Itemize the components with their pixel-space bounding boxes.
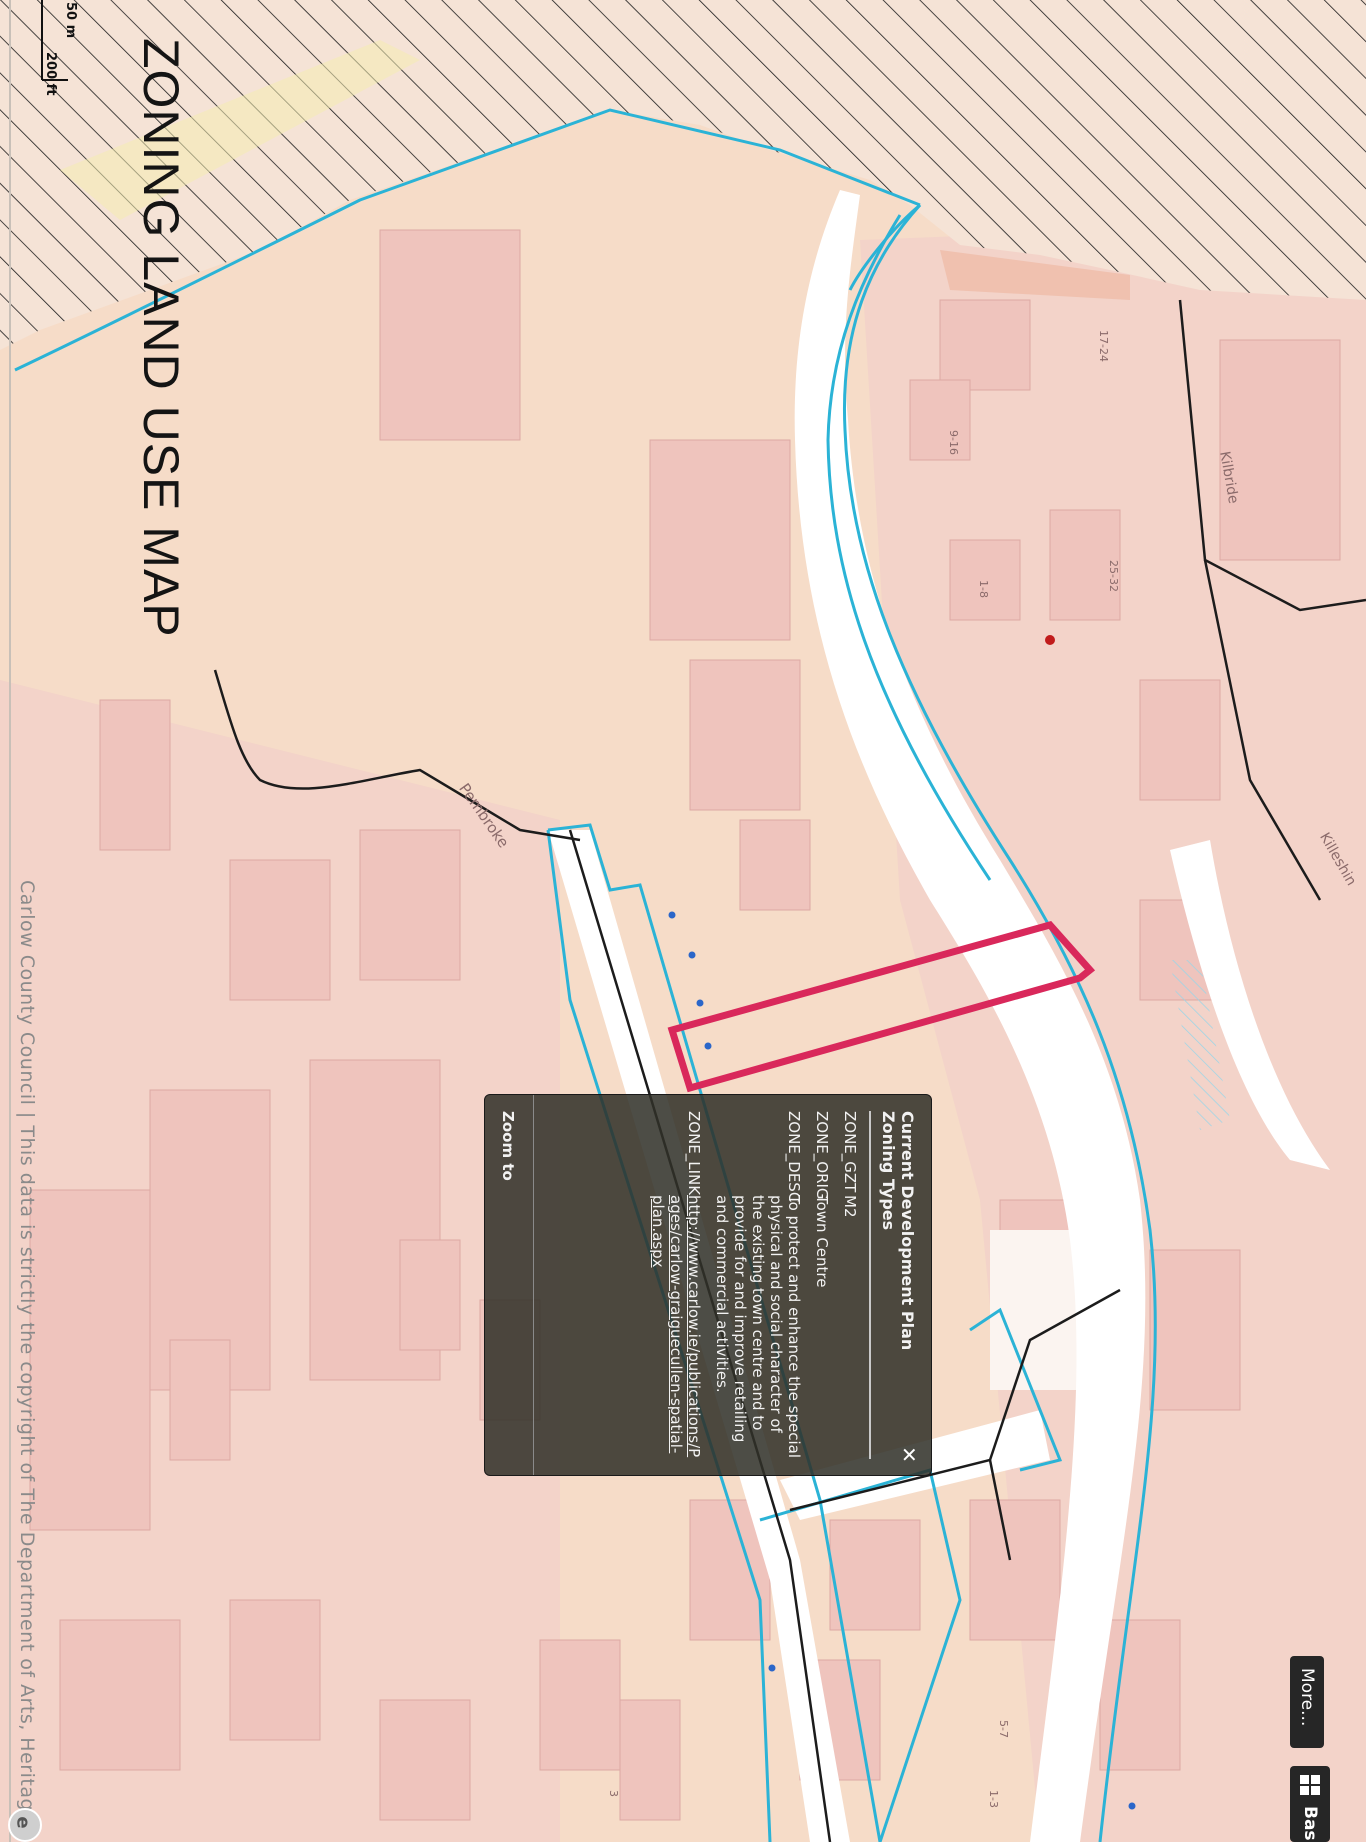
hatched-zone-tint [940, 250, 1130, 300]
plot-label: 9-16 [947, 430, 960, 455]
more-button-label: More... [1297, 1668, 1317, 1727]
plot-label: 1-3 [987, 1790, 1000, 1808]
basemap-button-label: Bas [1300, 1806, 1320, 1841]
map-markers [668, 911, 1136, 1810]
zoom-to-link[interactable]: Zoom to [499, 1111, 517, 1181]
attribute-value: M2 [840, 1195, 859, 1218]
plot-label: 5-7 [997, 1720, 1010, 1738]
zone-link[interactable]: http://www.carlow.ie/publications/Pages/… [648, 1195, 703, 1458]
attribute-row: ZONE_GZT M2 [841, 1111, 859, 1459]
feature-popup: ✕ Current Development Plan Zoning Types … [484, 1094, 932, 1476]
attribute-value: To protect and enhance the special physi… [712, 1195, 803, 1458]
plot-label: 1-8 [977, 580, 990, 598]
hatched-zone-tint [60, 40, 420, 220]
scale-metric: 50 m [63, 2, 78, 39]
attribute-row: ZONE_LINK http://www.carlow.ie/publicati… [649, 1111, 703, 1459]
grid-icon [1300, 1775, 1320, 1795]
road-centerlines [213, 299, 1366, 1842]
attribute-row: ZONE_DESC To protect and enhance the spe… [713, 1111, 803, 1459]
river [794, 190, 1146, 1842]
esri-logo-icon[interactable]: e [8, 1808, 42, 1842]
attribute-value: Town Centre [812, 1195, 831, 1288]
attribute-key: ZONE_LINK [684, 1111, 703, 1196]
close-icon[interactable]: ✕ [897, 1446, 921, 1463]
scale-imperial: 200 ft [43, 52, 58, 96]
selected-parcel[interactable] [667, 921, 1096, 1093]
feature-popup-content: ✕ Current Development Plan Zoning Types … [485, 1095, 931, 1475]
plot-label: 25-32 [1107, 560, 1120, 592]
more-button[interactable]: More... [1290, 1656, 1324, 1748]
attribute-value: http://www.carlow.ie/publications/Pages/… [649, 1195, 703, 1459]
popup-divider [868, 1111, 871, 1459]
plot-label: 3 [607, 1790, 620, 1797]
map-title: ZONING LAND USE MAP [133, 38, 189, 638]
plot-label: 17-24 [1097, 330, 1110, 362]
location-dot [1045, 635, 1055, 645]
blue-hatched-zone [1170, 960, 1230, 1130]
popup-footer-divider [533, 1095, 534, 1475]
attribution-text: Carlow County Council | This data is str… [16, 880, 38, 1842]
popup-title: Current Development Plan Zoning Types [878, 1111, 917, 1351]
attribute-row: ZONE_ORIG Town Centre [813, 1111, 831, 1459]
attribute-key: ZONE_DESC [784, 1111, 803, 1203]
attribute-key: ZONE_ORIG [812, 1111, 831, 1200]
scale-bar: 50 m 200 ft [22, 0, 84, 96]
attribute-key: ZONE_GZT [840, 1111, 859, 1193]
basemap-button[interactable]: Bas [1290, 1766, 1330, 1842]
building-footprints [29, 229, 1341, 1821]
river-branch [1170, 840, 1330, 1170]
built-up-area [860, 220, 1366, 1842]
